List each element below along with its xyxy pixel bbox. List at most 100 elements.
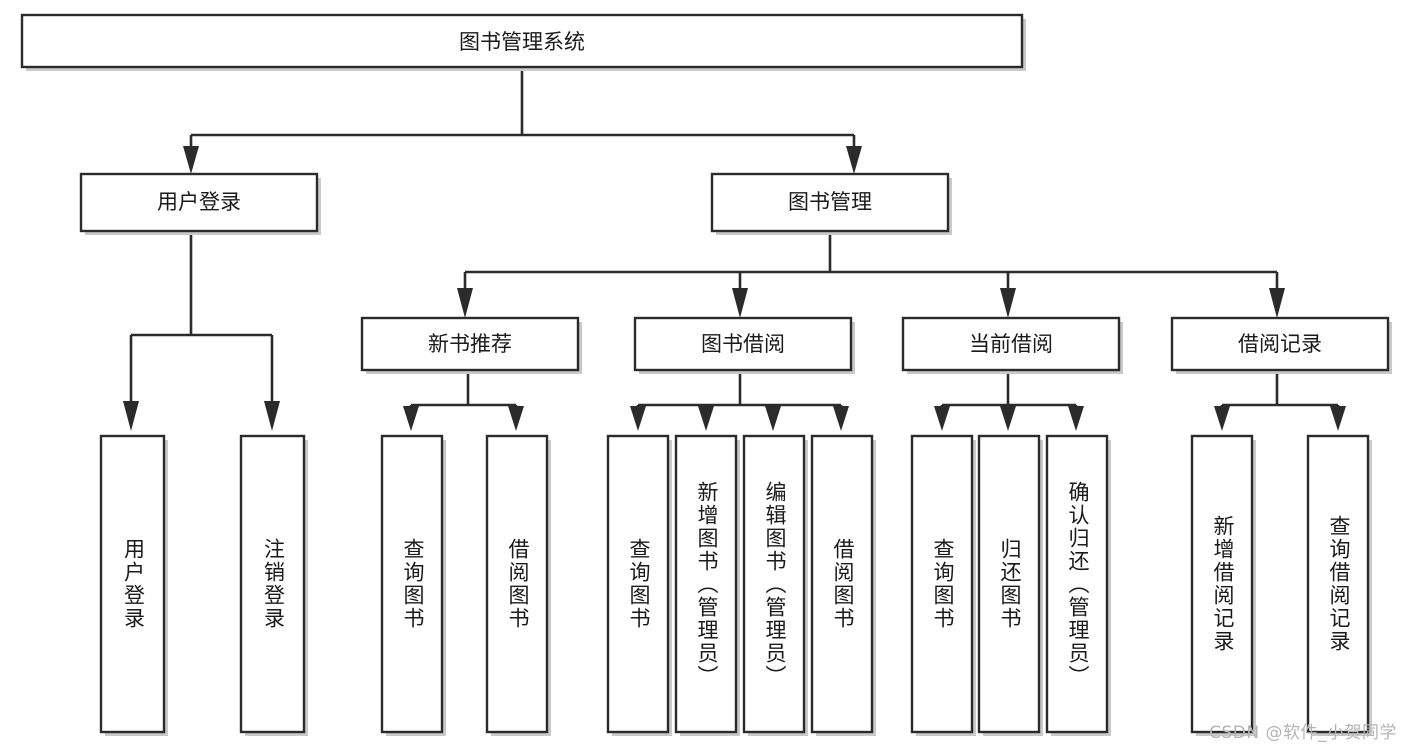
arrow-head-icon [1214, 406, 1230, 431]
node-rect [910, 434, 974, 734]
node-borrow-record[interactable]: 借阅记录 [1170, 316, 1392, 374]
node-label: 图书管理 [788, 190, 872, 214]
node-label: 确认归还（管理员） [1065, 480, 1090, 688]
connector-bookborrow-to-leaves [630, 372, 849, 431]
arrow-head-icon [1000, 406, 1016, 431]
node-rect [606, 434, 670, 734]
node-user-login[interactable]: 用户登录 [79, 172, 321, 235]
arrow-head-icon [934, 406, 950, 431]
node-label: 新增借阅记录 [1210, 515, 1235, 653]
node-label-container: 借阅图书 [505, 538, 530, 630]
node-book-management[interactable]: 图书管理 [710, 172, 952, 235]
node-label: 注销登录 [261, 538, 286, 630]
node-label: 借阅记录 [1238, 332, 1322, 356]
arrow-head-icon [698, 406, 714, 431]
arrow-head-icon [403, 406, 419, 431]
node-label: 图书管理系统 [459, 30, 585, 54]
node-label: 用户登录 [121, 538, 146, 630]
arrow-head-icon [846, 146, 862, 174]
arrow-head-icon [1330, 406, 1346, 431]
node-label: 当前借阅 [969, 332, 1053, 356]
connector-currentborrow-to-leaves [934, 372, 1084, 431]
connector-userlogin-to-leaves [123, 233, 280, 431]
node-root-book-management-system[interactable]: 图书管理系统 [20, 13, 1026, 71]
node-rect [380, 434, 444, 734]
node-leaf-query-record[interactable]: 查询借阅记录 [1306, 434, 1372, 736]
node-rect [1170, 316, 1390, 372]
node-leaf-add-record[interactable]: 新增借阅记录 [1190, 434, 1256, 736]
node-label: 查询图书 [400, 538, 425, 630]
connector-borrowrecord-to-leaves [1214, 372, 1346, 431]
node-rect [485, 434, 549, 734]
arrow-head-icon [732, 288, 748, 318]
node-rect [360, 316, 580, 372]
node-label-container: 归还图书 [997, 538, 1022, 630]
node-label: 归还图书 [997, 538, 1022, 630]
node-rect [633, 316, 853, 372]
node-label: 图书借阅 [701, 332, 785, 356]
node-label-container: 借阅图书 [830, 538, 855, 630]
node-label-container: 编辑图书（管理员） [762, 480, 787, 688]
node-rect [1306, 434, 1370, 734]
node-leaf-query-book-2[interactable]: 查询图书 [606, 434, 672, 736]
node-label-container: 新增图书（管理员） [694, 480, 719, 688]
node-rect [674, 434, 738, 734]
node-leaf-edit-book[interactable]: 编辑图书（管理员） [742, 434, 808, 736]
node-rect [742, 434, 806, 734]
node-label-container: 查询借阅记录 [1326, 515, 1351, 653]
arrow-head-icon [1269, 288, 1285, 318]
node-rect [99, 434, 166, 734]
node-label: 新书推荐 [428, 332, 512, 356]
node-rect [901, 316, 1121, 372]
node-rect [810, 434, 874, 734]
node-leaf-user-login[interactable]: 用户登录 [99, 434, 168, 736]
node-label: 借阅图书 [830, 538, 855, 630]
arrow-head-icon [508, 406, 524, 431]
node-label-container: 查询图书 [626, 538, 651, 630]
node-rect [710, 172, 950, 233]
arrow-head-icon [833, 406, 849, 431]
arrow-head-icon [457, 288, 473, 318]
node-label-container: 注销登录 [261, 538, 286, 630]
node-leaf-query-book-1[interactable]: 查询图书 [380, 434, 446, 736]
node-rect [239, 434, 306, 734]
arrow-head-icon [264, 401, 280, 431]
node-label-container: 确认归还（管理员） [1065, 480, 1090, 688]
node-label-container: 用户登录 [121, 538, 146, 630]
node-leaf-logout-login[interactable]: 注销登录 [239, 434, 308, 736]
node-label: 查询图书 [930, 538, 955, 630]
node-label: 查询图书 [626, 538, 651, 630]
node-label: 新增图书（管理员） [694, 480, 719, 688]
arrow-head-icon [183, 146, 199, 174]
node-current-borrow[interactable]: 当前借阅 [901, 316, 1123, 374]
node-leaf-borrow-book-1[interactable]: 借阅图书 [485, 434, 551, 736]
connector-bookmgmt-to-level3 [457, 233, 1285, 318]
node-label: 用户登录 [157, 190, 241, 214]
node-book-borrow[interactable]: 图书借阅 [633, 316, 855, 374]
node-rect [1045, 434, 1109, 734]
connector-newbook-to-leaves [403, 372, 524, 431]
node-rect [20, 13, 1024, 69]
node-leaf-confirm-return[interactable]: 确认归还（管理员） [1045, 434, 1111, 736]
node-label: 借阅图书 [505, 538, 530, 630]
node-rect [79, 172, 319, 233]
node-label-container: 查询图书 [400, 538, 425, 630]
arrow-head-icon [630, 406, 646, 431]
node-rect [977, 434, 1041, 734]
node-leaf-add-book[interactable]: 新增图书（管理员） [674, 434, 740, 736]
node-label: 编辑图书（管理员） [762, 480, 787, 688]
node-label-container: 新增借阅记录 [1210, 515, 1235, 653]
node-label-container: 查询图书 [930, 538, 955, 630]
node-new-book-recommend[interactable]: 新书推荐 [360, 316, 582, 374]
connector-root-to-level2 [183, 70, 862, 174]
node-rect [1190, 434, 1254, 734]
node-label: 查询借阅记录 [1326, 515, 1351, 653]
node-leaf-query-book-3[interactable]: 查询图书 [910, 434, 976, 736]
node-leaf-return-book[interactable]: 归还图书 [977, 434, 1043, 736]
arrow-head-icon [765, 406, 781, 431]
arrow-head-icon [1000, 288, 1016, 318]
node-leaf-borrow-book-2[interactable]: 借阅图书 [810, 434, 876, 736]
arrow-head-icon [1068, 406, 1084, 431]
